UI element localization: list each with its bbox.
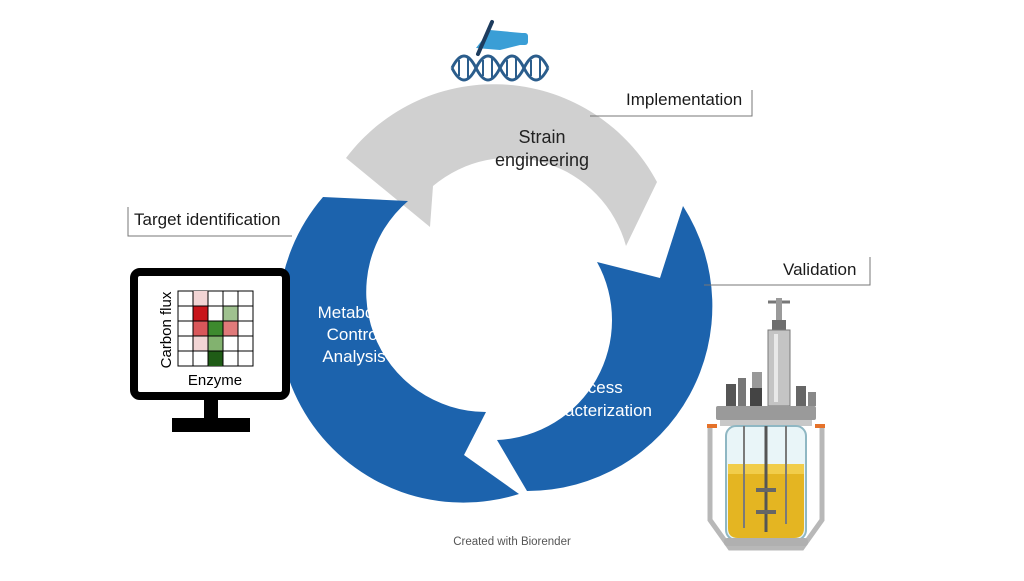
metabolic-control-analysis-arrow [278, 197, 519, 503]
heatmap-grid [177, 290, 254, 367]
validation-label: Validation [783, 260, 857, 279]
validation-callout-line [704, 257, 871, 286]
process-label-line1: Process [561, 378, 622, 397]
strain-engineering-arrow [346, 84, 657, 246]
bioreactor-icon [707, 298, 825, 551]
implementation-callout-line [590, 90, 753, 117]
target-callout-line [127, 207, 292, 237]
implementation-label: Implementation [626, 90, 743, 109]
footer-credit: Created with Biorender [453, 536, 571, 548]
process-characterization-arrow [497, 206, 713, 492]
monitor-xlabel: Enzyme [188, 372, 242, 389]
dna-editing-icon [450, 20, 550, 82]
target-identification-label: Target identification [134, 210, 281, 229]
process-label-line2: characterization [532, 401, 652, 420]
strain-label-line2: engineering [495, 150, 589, 170]
mca-label-line1: Metabolic [318, 303, 391, 322]
mca-label-line2: Control [327, 325, 382, 344]
pen-icon [476, 20, 494, 56]
monitor-ylabel: Carbon flux [158, 291, 175, 368]
strain-label-line1: Strain [518, 127, 565, 147]
mca-label-line3: Analysis [322, 347, 385, 366]
